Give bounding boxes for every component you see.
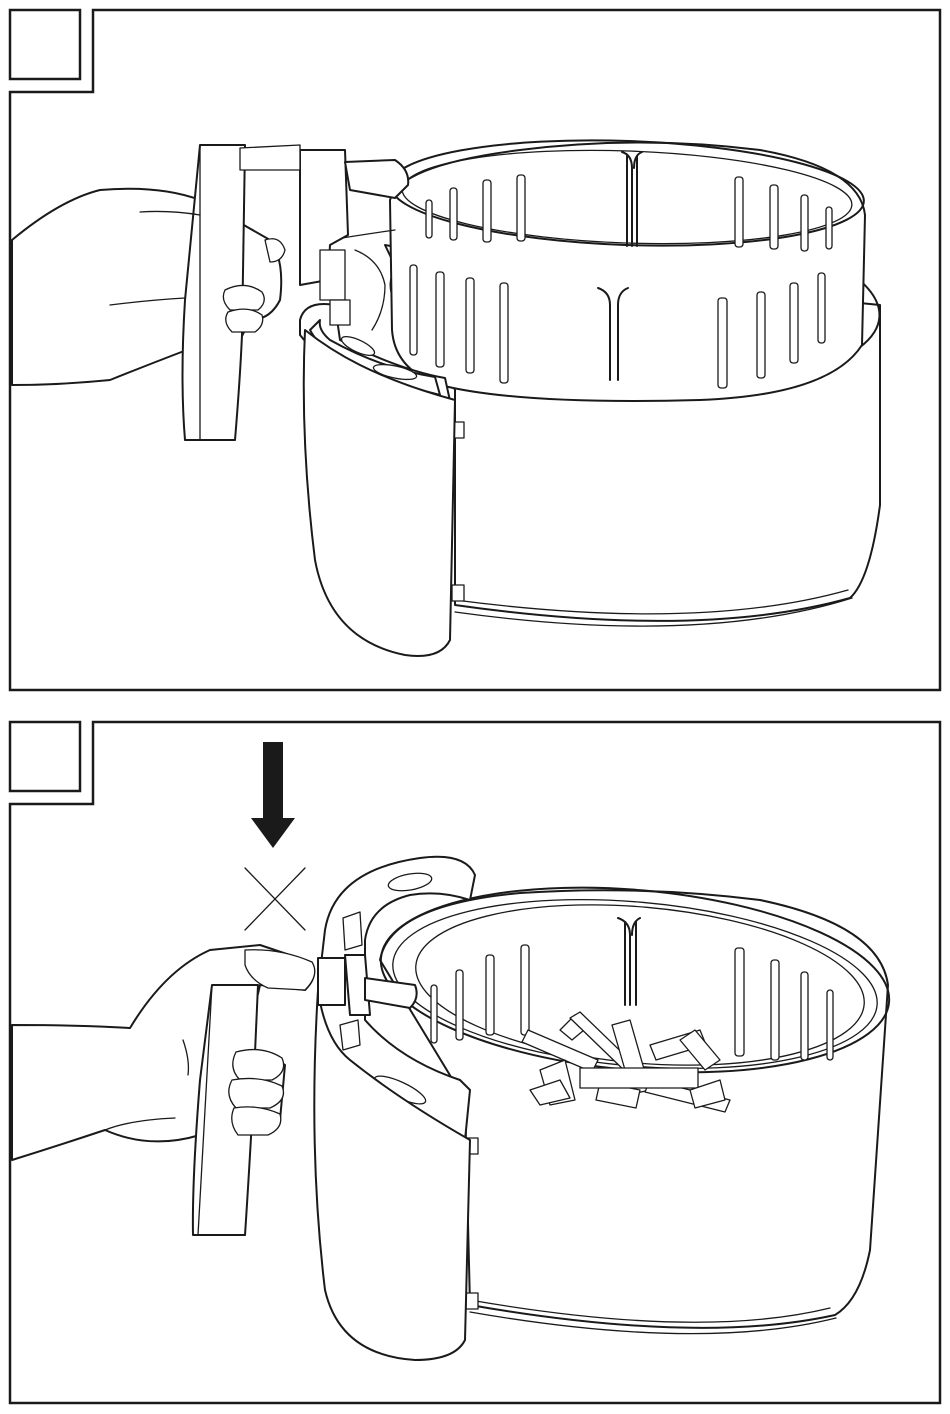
- panel-1-step-badge: [10, 10, 80, 79]
- panel-2-step-badge: [10, 722, 80, 791]
- panel-1: [10, 10, 940, 690]
- hand-icon: [12, 145, 300, 440]
- prohibition-cross-icon: [245, 868, 305, 930]
- hand-icon: [12, 945, 315, 1235]
- panel-2: [10, 722, 940, 1403]
- down-arrow-icon: [251, 742, 295, 848]
- fryer-basket-icon: [388, 133, 865, 401]
